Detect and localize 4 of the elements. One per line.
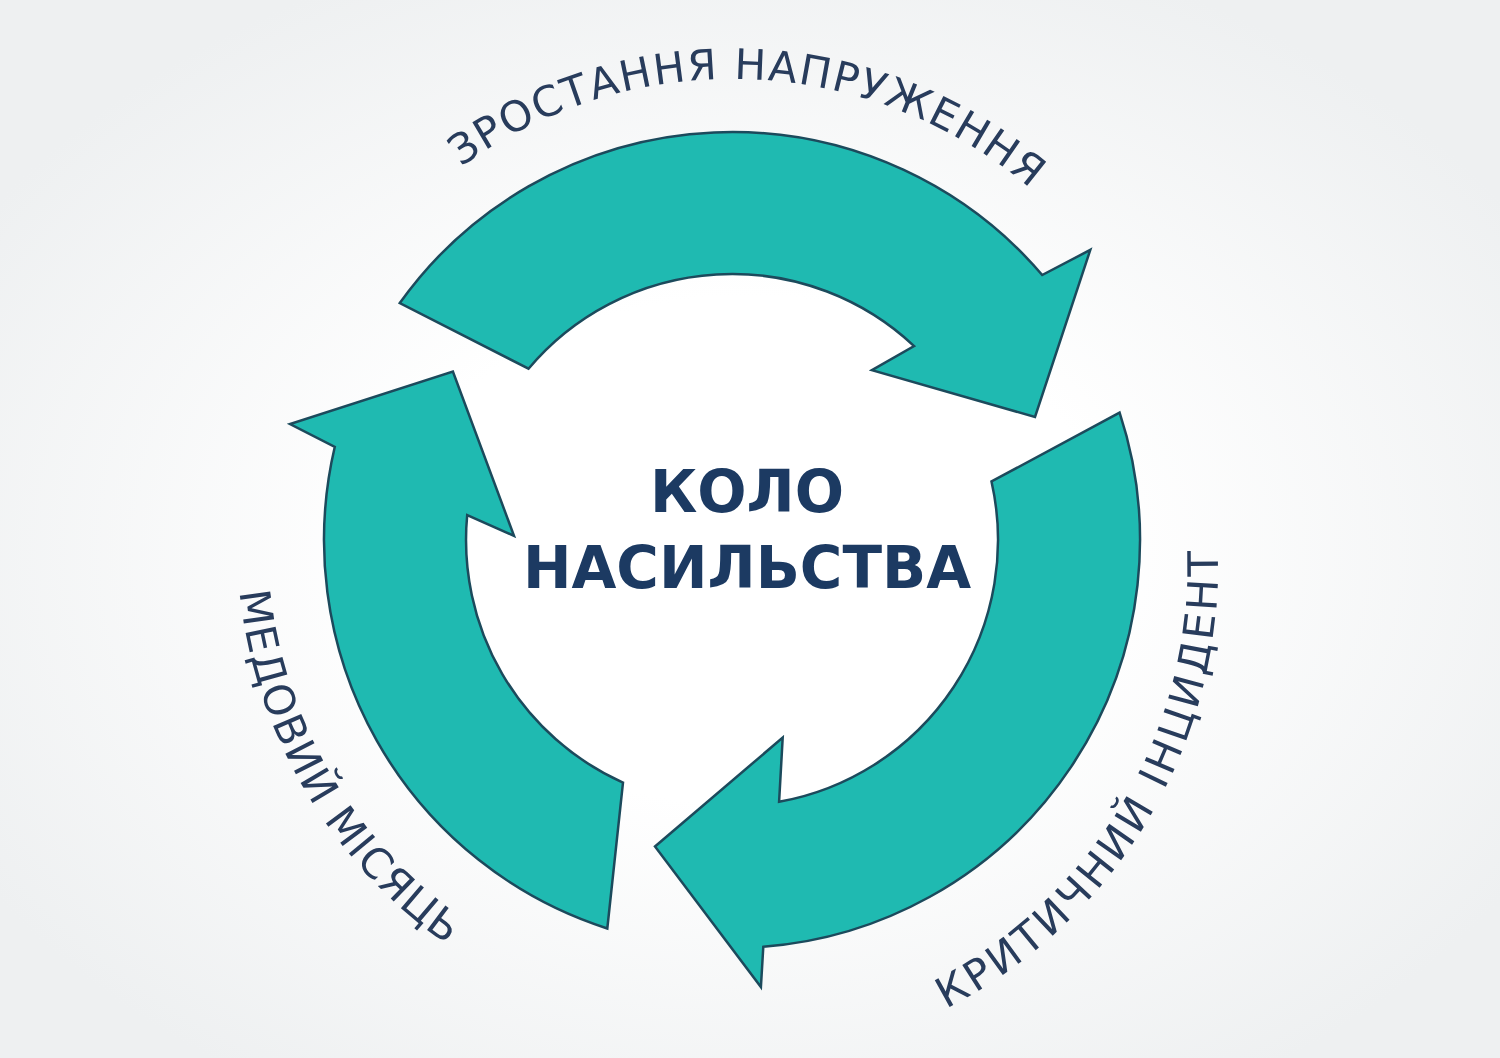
curved-arrow [653,411,1141,989]
diagram-title: КОЛО НАСИЛЬСТВА [522,457,972,604]
curved-arrow [398,131,1092,419]
curved-arrow [288,370,625,930]
